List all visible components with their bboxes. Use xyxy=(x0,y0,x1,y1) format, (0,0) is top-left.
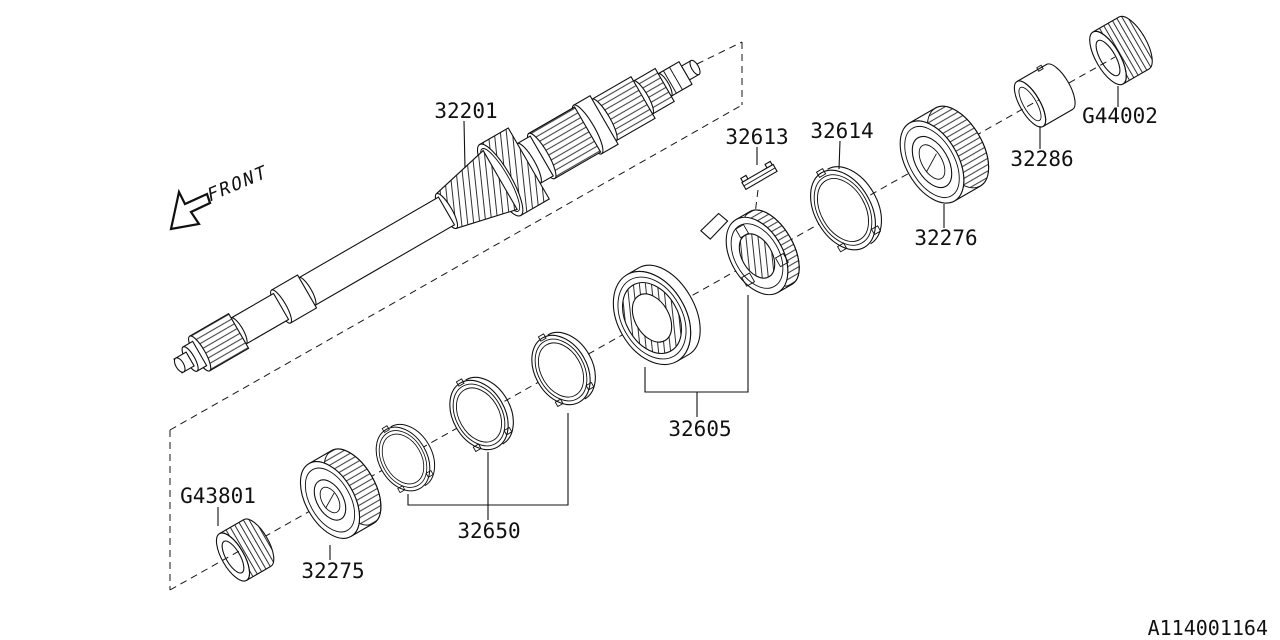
bracket-32650 xyxy=(407,413,569,520)
baulk-ring-32650-front-drawing xyxy=(375,423,436,494)
key-drop-dash xyxy=(754,189,759,215)
needle-bearing-g43801-drawing xyxy=(215,518,275,582)
part-label-32614[interactable]: 32614 xyxy=(810,119,873,143)
front-label: FRONT xyxy=(206,161,268,207)
part-label-32275[interactable]: 32275 xyxy=(301,559,364,583)
part-labels: 32201 32613 32614 G44002 32286 32276 326… xyxy=(180,99,1158,583)
offset-boundary-line xyxy=(169,104,743,431)
front-arrow-icon xyxy=(169,188,212,231)
coupling-sleeve-drawing xyxy=(612,264,701,366)
diagram-id: A114001164 xyxy=(1148,616,1268,640)
leader-lines xyxy=(217,86,1119,560)
baulk-ring-32650-middle-drawing xyxy=(449,376,514,453)
bracket-32605 xyxy=(644,295,749,417)
part-label-32650[interactable]: 32650 xyxy=(457,519,520,543)
part-label-32286[interactable]: 32286 xyxy=(1010,147,1073,171)
insert-key-32613-drawing xyxy=(740,160,778,191)
part-label-g44002[interactable]: G44002 xyxy=(1082,104,1158,128)
leader-32201 xyxy=(463,120,466,169)
part-label-32613[interactable]: 32613 xyxy=(725,125,788,149)
clutch-hub-drawing xyxy=(700,209,800,296)
shaft-axis-extension xyxy=(696,41,743,65)
part-label-g43801[interactable]: G43801 xyxy=(180,484,256,508)
bushing-32286-drawing xyxy=(1013,63,1076,128)
part-label-32201[interactable]: 32201 xyxy=(434,99,497,123)
gear-32275-drawing xyxy=(299,448,382,539)
part-label-32276[interactable]: 32276 xyxy=(914,226,977,250)
gear-32276-drawing xyxy=(899,105,990,204)
part-label-32605[interactable]: 32605 xyxy=(668,417,731,441)
front-direction-marker: FRONT xyxy=(169,161,269,231)
baulk-ring-32614-drawing xyxy=(810,166,883,253)
main-shaft-drawing xyxy=(173,59,701,374)
needle-bearing-g44002-drawing xyxy=(1089,15,1153,86)
leader-32614 xyxy=(838,140,841,170)
baulk-ring-32650-rear-drawing xyxy=(531,331,596,408)
